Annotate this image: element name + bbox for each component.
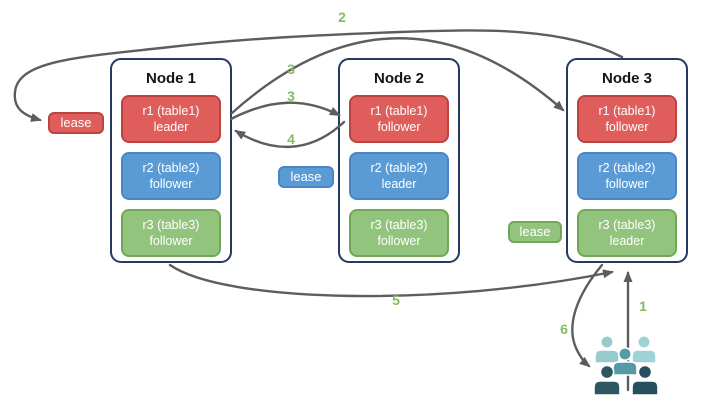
- node1-replica-r2-follower: r2 (table2) follower: [121, 152, 221, 200]
- node1-replica-r1-leader: r1 (table1) leader: [121, 95, 221, 143]
- replica-role: leader: [153, 120, 189, 134]
- node2-replica-r3-follower: r3 (table3) follower: [349, 209, 449, 257]
- replica-role: follower: [149, 234, 193, 248]
- arrow-label-step-6: 6: [560, 321, 568, 337]
- arrow-2-node3-to-lease1: [13, 29, 624, 122]
- replica-name: r2 (table2): [370, 161, 428, 175]
- node1-replica-r3-follower: r3 (table3) follower: [121, 209, 221, 257]
- arrow-label-step-3b: 3: [287, 88, 295, 104]
- replica-role: follower: [605, 120, 649, 134]
- replica-name: r1 (table1): [142, 104, 200, 118]
- node3-replica-r1-follower: r1 (table1) follower: [577, 95, 677, 143]
- replica-role: leader: [609, 234, 645, 248]
- arrow-3-leader-to-node2-follower: [229, 101, 341, 121]
- node-3: Node 3 r1 (table1) follower r2 (table2) …: [566, 58, 688, 263]
- lease-badge-table1: lease: [48, 112, 104, 134]
- users-group-icon: [593, 334, 659, 396]
- replica-role: follower: [149, 177, 193, 191]
- replica-name: r3 (table3): [598, 218, 656, 232]
- replica-name: r3 (table3): [142, 218, 200, 232]
- arrow-label-step-2: 2: [338, 9, 346, 25]
- node-1-title: Node 1: [145, 70, 196, 87]
- replica-name: r3 (table3): [370, 218, 428, 232]
- node-2-title: Node 2: [373, 70, 424, 87]
- node3-replica-r3-leader: r3 (table3) leader: [577, 209, 677, 257]
- replica-role: follower: [377, 234, 421, 248]
- replica-role: leader: [381, 177, 417, 191]
- arrow-label-step-4: 4: [287, 131, 295, 147]
- replica-name: r1 (table1): [370, 104, 428, 118]
- replica-role: follower: [605, 177, 649, 191]
- arrow-label-step-5: 5: [392, 292, 400, 308]
- node2-replica-r2-leader: r2 (table2) leader: [349, 152, 449, 200]
- replica-role: follower: [377, 120, 421, 134]
- node-3-title: Node 3: [601, 70, 652, 87]
- node2-replica-r1-follower: r1 (table1) follower: [349, 95, 449, 143]
- node-2: Node 2 r1 (table1) follower r2 (table2) …: [338, 58, 460, 263]
- lease-badge-table2: lease: [278, 166, 334, 188]
- replica-name: r1 (table1): [598, 104, 656, 118]
- node3-replica-r2-follower: r2 (table2) follower: [577, 152, 677, 200]
- lease-badge-table3: lease: [508, 221, 562, 243]
- arrow-label-step-1: 1: [639, 298, 647, 314]
- arrow-6-node3-to-users: [571, 263, 604, 368]
- replica-name: r2 (table2): [598, 161, 656, 175]
- arrow-label-step-3a: 3: [287, 61, 295, 77]
- replica-name: r2 (table2): [142, 161, 200, 175]
- node-1: Node 1 r1 (table1) leader r2 (table2) fo…: [110, 58, 232, 263]
